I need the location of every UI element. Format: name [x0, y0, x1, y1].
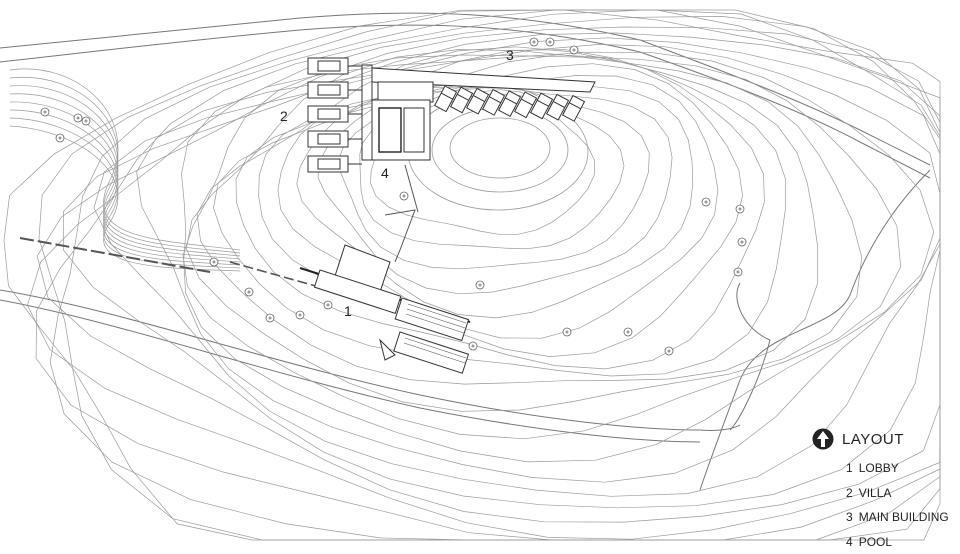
- villa-room: [318, 159, 340, 169]
- tree-center: [403, 195, 406, 198]
- tree-center: [213, 261, 216, 264]
- tree-center: [741, 241, 744, 244]
- legend-number: 2: [846, 486, 853, 500]
- legend-name: VILLA: [859, 486, 892, 500]
- tree-center: [739, 208, 742, 211]
- tree-center: [479, 284, 482, 287]
- contour-line: [50, 10, 940, 540]
- legend-number: 1: [846, 461, 853, 475]
- contour-line: [10, 102, 240, 262]
- legend-number: 3: [846, 510, 853, 524]
- villa-room: [318, 109, 340, 119]
- tree-center: [566, 331, 569, 334]
- tree-center: [573, 49, 576, 52]
- pool-deck: [372, 100, 430, 160]
- legend-item-villa: 2 VILLA: [846, 481, 955, 506]
- label-villa: 2: [280, 108, 288, 124]
- lobby-building: [314, 245, 468, 373]
- contour-line: [39, 10, 940, 540]
- legend: LAYOUT 1 LOBBY 2 VILLA 3 MAIN BUILDING 4 POO…: [812, 428, 955, 554]
- tree-center: [77, 117, 80, 120]
- tree-center: [668, 350, 671, 353]
- legend-title: LAYOUT: [842, 431, 904, 448]
- contour-line: [36, 10, 940, 540]
- contour-line: [10, 77, 240, 253]
- tree-center: [627, 331, 630, 334]
- tree-center: [472, 345, 475, 348]
- legend-item-main-building: 3 MAIN BUILDING: [846, 505, 955, 530]
- villa-room: [318, 61, 340, 71]
- tree-center: [705, 201, 708, 204]
- contour-line: [4, 10, 940, 540]
- legend-name: LOBBY: [859, 461, 899, 475]
- legend-item-pool: 4 POOL: [846, 530, 955, 554]
- contour-line: [10, 69, 240, 250]
- tree-center: [549, 41, 552, 44]
- legend-item-lobby: 1 LOBBY: [846, 456, 955, 481]
- villa-room: [318, 134, 340, 144]
- main-building-rooms: [435, 86, 585, 121]
- tree-center: [44, 111, 47, 114]
- legend-number: 4: [846, 535, 853, 549]
- contour-lines: [4, 10, 940, 540]
- tree-center: [533, 41, 536, 44]
- tree-center: [59, 137, 62, 140]
- label-lobby: 1: [344, 303, 352, 319]
- legend-header: LAYOUT: [812, 428, 955, 450]
- tree-center: [85, 120, 88, 123]
- villa-room: [318, 85, 340, 95]
- tree-center: [269, 317, 272, 320]
- tree-center: [737, 271, 740, 274]
- contour-line: [10, 118, 240, 268]
- tree-center: [299, 314, 302, 317]
- legend-name: POOL: [859, 535, 892, 549]
- label-main-building: 3: [506, 47, 514, 63]
- legend-name: MAIN BUILDING: [859, 510, 949, 524]
- tree-center: [327, 304, 330, 307]
- north-arrow-icon: [812, 428, 834, 450]
- tree-center: [248, 291, 251, 294]
- label-pool: 4: [381, 165, 389, 181]
